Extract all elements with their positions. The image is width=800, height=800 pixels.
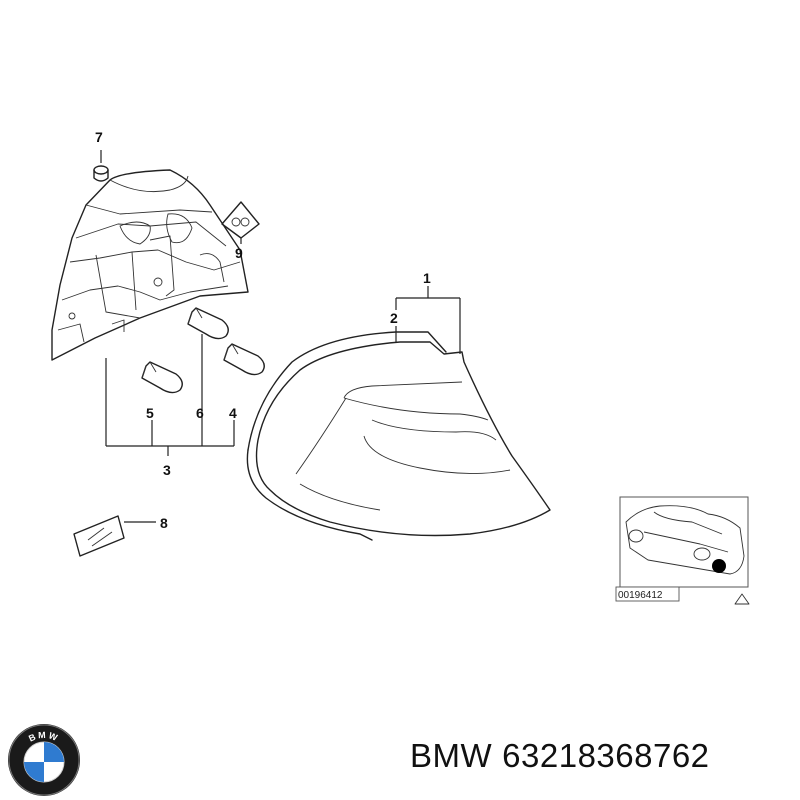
bulb-carrier bbox=[51, 169, 249, 361]
warning-label-part bbox=[221, 201, 260, 244]
bracket-lines-1-2 bbox=[395, 286, 461, 354]
part-number: 63218368762 bbox=[502, 737, 710, 774]
callout-5: 5 bbox=[146, 405, 154, 421]
grommet-part bbox=[93, 150, 109, 182]
svg-text:BMW: BMW bbox=[27, 730, 61, 744]
callout-8: 8 bbox=[160, 515, 168, 531]
callout-2: 2 bbox=[390, 310, 398, 326]
tail-lamp-lens bbox=[246, 331, 551, 541]
callout-1: 1 bbox=[423, 270, 431, 286]
lamp-location-marker bbox=[712, 559, 726, 573]
bulb-part-6 bbox=[187, 307, 229, 340]
callout-3: 3 bbox=[163, 462, 171, 478]
bulb-part-5 bbox=[141, 361, 183, 394]
reference-code: 00196412 bbox=[618, 590, 663, 601]
callout-6: 6 bbox=[196, 405, 204, 421]
bracket-lines-3 bbox=[105, 334, 235, 456]
callout-4: 4 bbox=[229, 405, 237, 421]
callout-7: 7 bbox=[95, 129, 103, 145]
bmw-logo-icon: BMW bbox=[8, 724, 80, 796]
logo-quadrant-blue-2 bbox=[24, 762, 44, 782]
logo-lettering: BMW bbox=[27, 730, 59, 744]
make-label: BMW bbox=[410, 737, 493, 774]
car-location-inset: 00196412 bbox=[615, 496, 750, 605]
logo-quadrant-blue-1 bbox=[44, 742, 64, 762]
callout-9: 9 bbox=[235, 245, 243, 261]
label-part-8 bbox=[73, 515, 156, 557]
bulb-part-4 bbox=[223, 343, 265, 376]
